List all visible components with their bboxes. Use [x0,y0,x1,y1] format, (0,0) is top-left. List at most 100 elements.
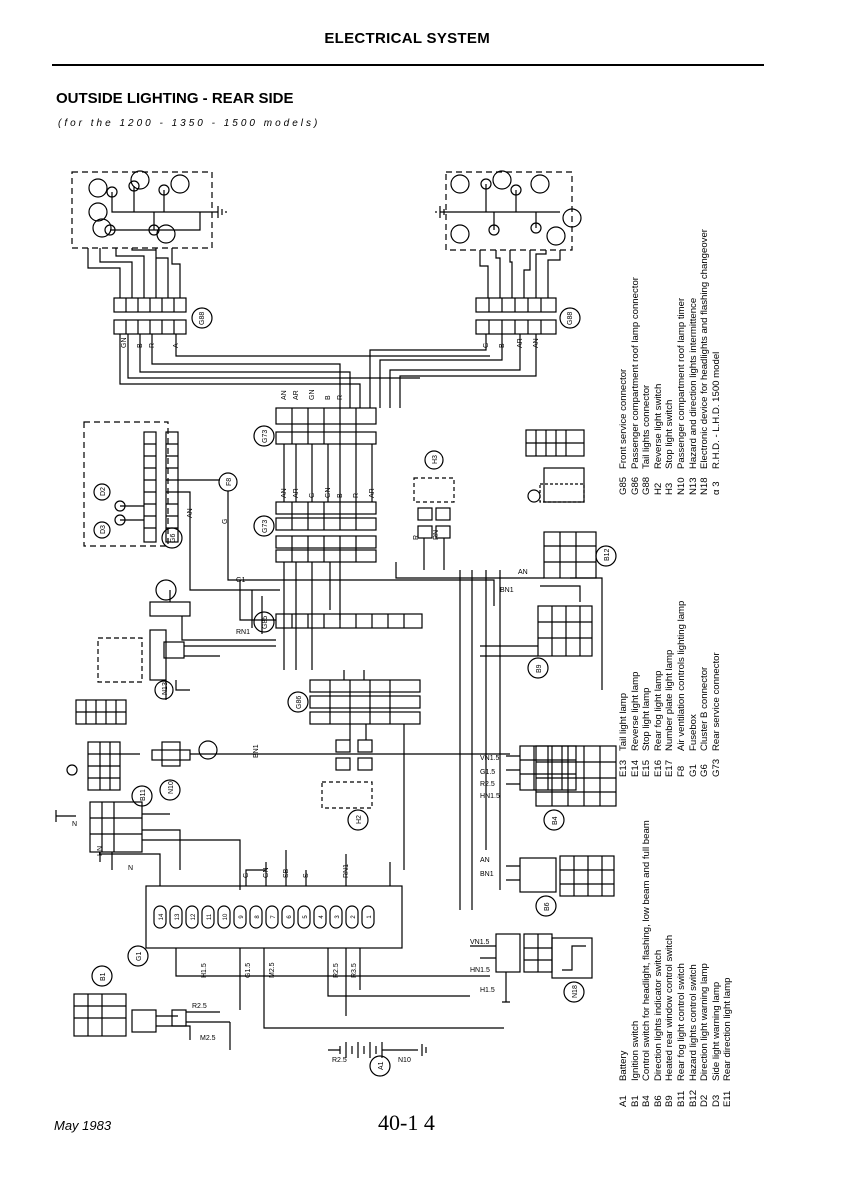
svg-text:R: R [353,493,360,498]
fuse-row [153,905,375,929]
svg-text:B: B [499,343,506,348]
svg-text:B11: B11 [140,789,147,801]
legend-row: B1Ignition switch [629,1020,641,1107]
legend-row: E16Rear fog light lamp [652,670,664,777]
legend-row: E17Number plate light lamp [664,649,676,777]
svg-text:R2.5: R2.5 [480,781,495,788]
legend-column-1: A1Battery B1Ignition switch B4Control sw… [618,820,734,1107]
legend-row: G1Fusebox [687,714,699,777]
legend-row: G6Cluster B connector [699,666,711,777]
legend-row: B4Control switch for headlight, flashing… [641,820,653,1107]
fuse-number: 12 [191,913,197,920]
page-title: OUTSIDE LIGHTING - REAR SIDE [56,90,294,107]
svg-text:G1.5: G1.5 [480,769,495,776]
svg-text:R3.5: R3.5 [351,963,358,978]
svg-text:M2.5: M2.5 [200,1035,216,1042]
fuse-number: 1 [367,915,373,919]
header-rule [52,64,764,66]
legend-row: B12Hazard lights control switch [687,964,699,1107]
legend-row: E11Rear direction light lamp [722,977,734,1107]
svg-text:G73: G73 [262,520,269,533]
left-lamp-unit [71,171,213,249]
svg-text:GN: GN [325,488,332,499]
svg-text:AR: AR [517,338,524,348]
legend-column-2: E13Tail light lamp E14Reverse light lamp… [618,601,722,777]
svg-text:BN1: BN1 [253,744,260,758]
svg-text:R2.5: R2.5 [332,1057,347,1064]
fusebox [145,885,403,949]
g6-cluster-box [83,421,169,547]
svg-text:AR: AR [369,488,376,498]
svg-text:G: G [483,343,490,348]
svg-text:AN: AN [533,338,540,348]
svg-text:R2.5: R2.5 [333,963,340,978]
svg-text:AR: AR [293,488,300,498]
legend-row: N18Electronic device for headlights and … [699,229,711,495]
svg-text:GN: GN [121,338,128,349]
legend-row: D2Direction light warning lamp [699,963,711,1107]
legend-row: G88Tail lights connector [641,384,653,495]
svg-text:VN1.5: VN1.5 [470,939,490,946]
svg-text:G6: G6 [170,534,177,543]
svg-text:BN1: BN1 [480,871,494,878]
svg-text:G85: G85 [262,616,269,629]
legend-row: B6Direction lights indicator switch [652,949,664,1107]
fuse-number: 6 [287,915,293,919]
svg-text:HN1.5: HN1.5 [480,793,500,800]
fuse-number: 2 [351,915,357,919]
legend-row: H3Stop light switch [664,399,676,495]
svg-text:H3: H3 [432,455,439,464]
footer-page-number: 40-1 4 [378,1110,435,1135]
legend-row: F8Air ventilation controls lighting lamp [675,600,687,777]
svg-text:N18: N18 [572,985,579,998]
svg-text:B6: B6 [544,902,551,911]
fuse-number: 14 [159,913,165,920]
svg-text:G86: G86 [296,696,303,709]
legend-row: N10Passenger compartment roof lamp timer [675,297,687,495]
legend-row: A1Battery [618,1050,629,1107]
fuse-number: 3 [335,915,341,919]
legend-row: E15Stop light lamp [641,687,653,777]
svg-text:AN: AN [187,508,194,518]
svg-text:G: G [222,519,229,524]
fuse-number: 7 [271,915,277,919]
svg-text:B: B [325,395,332,400]
fuse-number: 11 [207,913,213,920]
fuse-number: 8 [255,915,261,919]
svg-text:G73: G73 [262,430,269,443]
legend-row: α 3R.H.D. - L.H.D. 1500 model [710,351,722,495]
fuse-number: 9 [239,915,245,919]
svg-text:G88: G88 [567,312,574,325]
svg-text:GN: GN [309,390,316,401]
svg-text:HN1.5: HN1.5 [470,967,490,974]
page-subtitle: (for the 1200 - 1350 - 1500 models) [58,118,321,129]
svg-text:R: R [413,535,420,540]
legend: A1Battery B1Ignition switch B4Control sw… [614,152,764,1107]
section-title: ELECTRICAL SYSTEM [324,30,490,47]
fuse-number: 13 [175,913,181,920]
legend-row: B11Rear fog light control switch [675,963,687,1107]
legend-row: G73Rear service connector [710,652,722,777]
legend-column-3: G85Front service connector G86Passenger … [618,229,722,495]
page-header: ELECTRICAL SYSTEM [0,30,820,47]
svg-text:B: B [137,343,144,348]
svg-text:N: N [128,865,133,872]
wiring-diagram: G88 G88 G73 G73 G85 G86 G6 F8 H3 H2 B12 … [55,170,617,1077]
svg-text:M2.5: M2.5 [269,962,276,978]
svg-text:S: S [303,873,310,878]
legend-row: H2Reverse light switch [652,383,664,495]
svg-text:GN: GN [263,868,270,879]
svg-text:G1.5: G1.5 [245,963,252,978]
svg-text:SB: SB [283,868,290,878]
svg-text:RN: RN [433,530,440,540]
svg-text:AN: AN [480,857,490,864]
svg-text:G: G [309,493,316,498]
fuse-number: 5 [303,915,309,919]
svg-text:AR: AR [293,390,300,400]
svg-text:G1: G1 [236,577,245,584]
svg-text:R: R [149,343,156,348]
svg-text:B1: B1 [100,972,107,981]
svg-text:G88: G88 [199,312,206,325]
legend-row: N13Hazard and direction lights intermitt… [687,297,699,495]
svg-text:R: R [337,395,344,400]
